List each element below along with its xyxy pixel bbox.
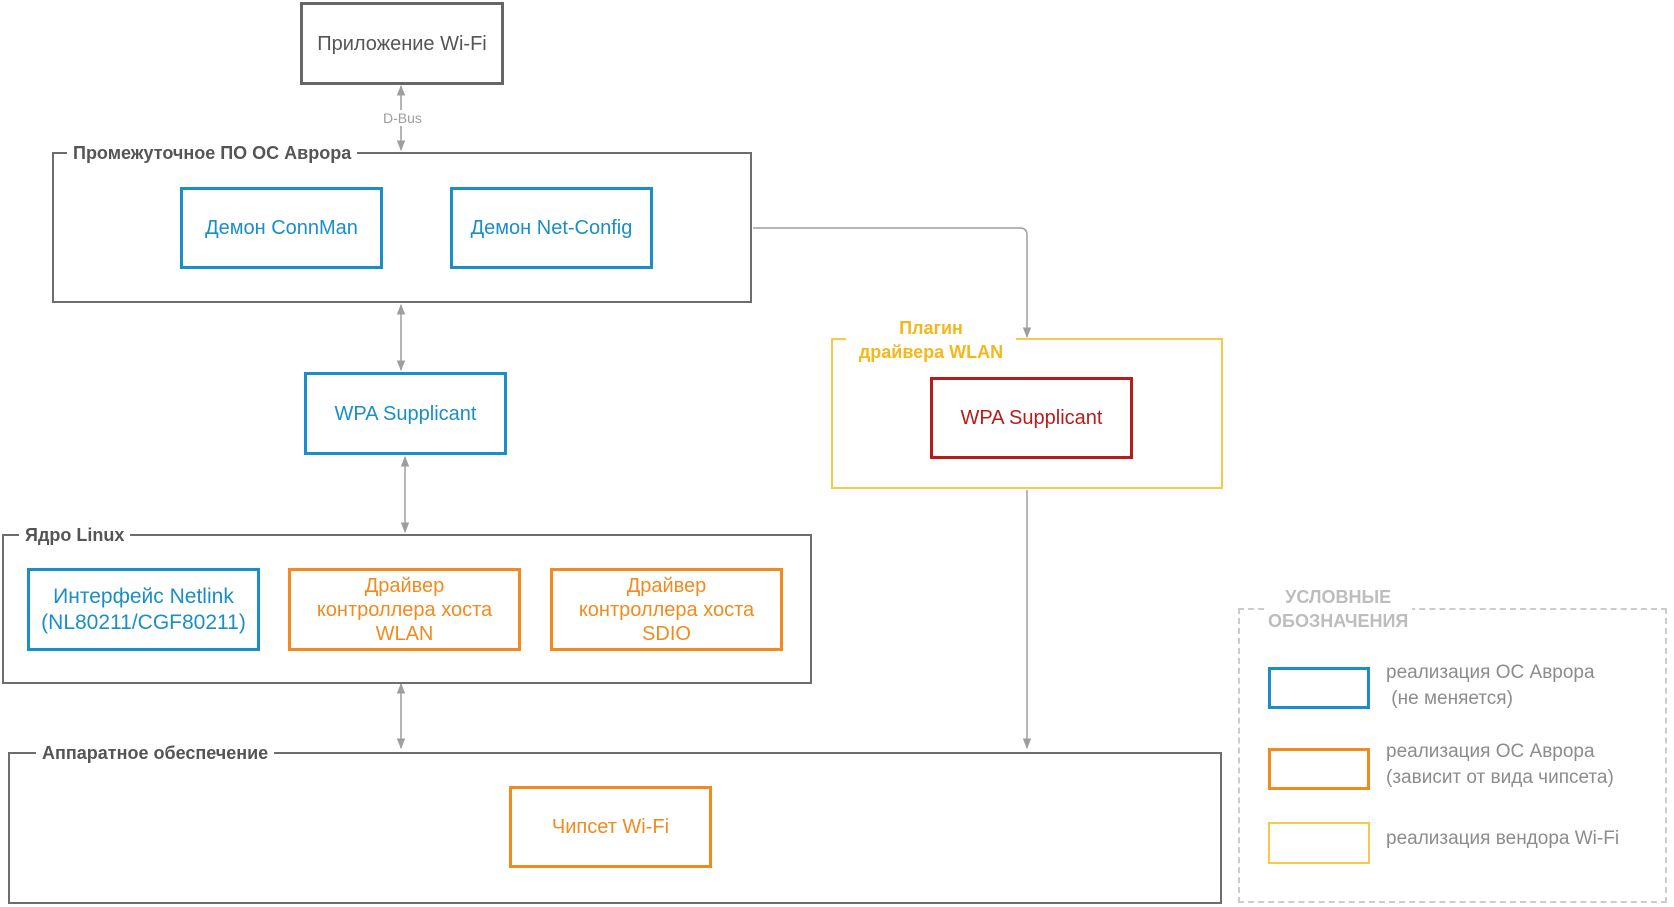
wlan-plugin-group (831, 338, 1223, 489)
wifi-chipset-box: Чипсет Wi-Fi (509, 786, 712, 868)
wlan-driver-line2: контроллера хоста (316, 598, 493, 621)
legend-orange-line2: (зависит от вида чипсета) (1386, 767, 1614, 788)
wlan-plugin-title: Плагин драйвера WLAN (846, 316, 1016, 364)
wlan-plugin-title-line1: Плагин (899, 318, 963, 338)
netlink-label-line1: Интерфейс Netlink (53, 584, 234, 608)
legend-blue-text: реализация ОС Аврора (не меняется) (1386, 660, 1595, 712)
legend-yellow-line1: реализация вендора Wi-Fi (1386, 828, 1620, 849)
legend-blue-line2: (не меняется) (1386, 688, 1513, 709)
wlan-driver-line3: WLAN (375, 622, 434, 645)
wpa-supplicant-box: WPA Supplicant (304, 372, 507, 455)
wpa-supplicant-label: WPA Supplicant (334, 402, 477, 425)
legend-box (1238, 608, 1667, 903)
legend-orange-text: реализация ОС Аврора (зависит от вида чи… (1386, 739, 1614, 791)
sdio-driver-line3: SDIO (642, 622, 691, 645)
connman-label: Демон ConnMan (205, 217, 358, 239)
netlink-interface-box: Интерфейс Netlink (NL80211/CGF80211) (27, 568, 260, 651)
sdio-driver-line1: Драйвер (626, 574, 707, 597)
wlan-driver-line1: Драйвер (364, 574, 445, 597)
legend-title-line1: УСЛОВНЫЕ (1285, 587, 1392, 607)
wifi-chipset-label: Чипсет Wi-Fi (551, 816, 670, 838)
sdio-host-driver-box: Драйвер контроллера хоста SDIO (550, 568, 783, 651)
kernel-group (2, 534, 812, 684)
connman-daemon-box: Демон ConnMan (180, 187, 383, 269)
middleware-title: Промежуточное ПО ОС Аврора (67, 142, 358, 164)
legend-title-line2: ОБОЗНАЧЕНИЯ (1268, 611, 1409, 631)
legend-swatch-blue (1268, 667, 1370, 709)
wifi-app-box: Приложение Wi-Fi (300, 2, 504, 85)
dbus-label: D-Bus (380, 110, 425, 126)
netconfig-plugin-arrow (753, 227, 1032, 339)
netconfig-daemon-box: Демон Net-Config (450, 187, 653, 269)
netlink-label-line2: (NL80211/CGF80211) (41, 610, 246, 634)
hardware-group (8, 752, 1222, 904)
vendor-wpa-supplicant-label: WPA Supplicant (960, 407, 1103, 429)
legend-blue-line1: реализация ОС Аврора (1386, 662, 1595, 683)
legend-orange-line1: реализация ОС Аврора (1386, 741, 1595, 762)
netconfig-label: Демон Net-Config (470, 217, 633, 239)
legend-title: УСЛОВНЫЕ ОБОЗНАЧЕНИЯ (1264, 585, 1413, 633)
legend-swatch-orange (1268, 748, 1370, 790)
legend-swatch-yellow (1268, 822, 1370, 864)
middleware-group (52, 152, 752, 303)
hardware-title: Аппаратное обеспечение (36, 742, 275, 764)
vendor-wpa-supplicant-box: WPA Supplicant (930, 377, 1133, 459)
sdio-driver-line2: контроллера хоста (578, 598, 755, 621)
kernel-title: Ядро Linux (19, 524, 131, 546)
legend-yellow-text: реализация вендора Wi-Fi (1386, 826, 1619, 852)
wifi-app-label: Приложение Wi-Fi (317, 32, 487, 55)
wlan-host-driver-box: Драйвер контроллера хоста WLAN (288, 568, 521, 651)
wlan-plugin-title-line2: драйвера WLAN (858, 342, 1004, 362)
